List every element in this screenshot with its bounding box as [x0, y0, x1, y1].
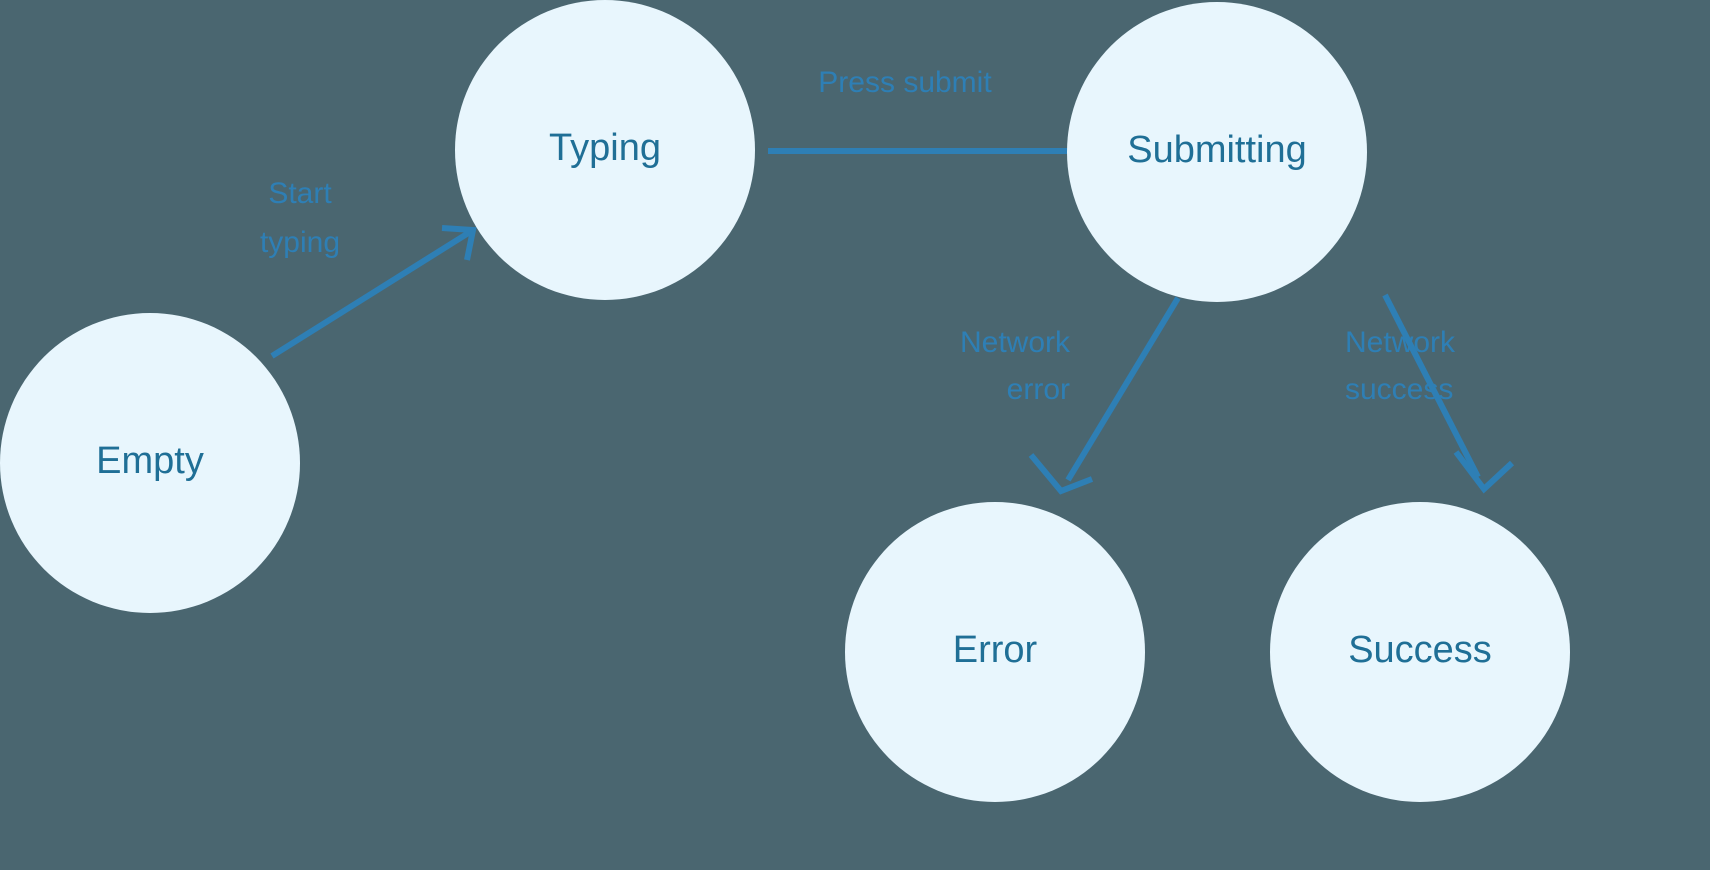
edge-empty-to-typing-label-line-2: typing — [260, 226, 340, 259]
edge-submitting-to-success-line — [1382, 293, 1481, 479]
edge-submitting-to-success-label-line-2: success — [1345, 373, 1453, 406]
node-success-label: Success — [1348, 629, 1492, 671]
node-submitting-label: Submitting — [1127, 129, 1307, 171]
node-empty-label: Empty — [96, 440, 204, 482]
edge-empty-to-typing: Start typing — [260, 177, 477, 359]
node-typing-circle[interactable] — [455, 0, 755, 300]
node-error-circle[interactable] — [845, 502, 1145, 802]
edge-empty-to-typing-line — [270, 229, 472, 359]
edge-submitting-to-error-label-line-2: error — [1007, 373, 1070, 406]
edge-submitting-to-error-arrowhead — [1028, 453, 1094, 495]
edge-submitting-to-success: Network success — [1345, 293, 1515, 494]
node-empty[interactable]: Empty — [0, 313, 300, 613]
edge-empty-to-typing-arrowhead — [441, 225, 477, 261]
node-error[interactable]: Error — [845, 502, 1145, 802]
node-submitting-circle[interactable] — [1067, 2, 1367, 302]
node-typing-label: Typing — [549, 127, 661, 169]
node-success-circle[interactable] — [1270, 502, 1570, 802]
edge-submitting-to-success-arrowhead — [1453, 450, 1515, 494]
node-empty-circle[interactable] — [0, 313, 300, 613]
edge-empty-to-typing-label-line-1: Start — [268, 177, 332, 210]
edge-submitting-to-error: Network error — [960, 296, 1181, 495]
edge-submitting-to-success-label-line-1: Network — [1345, 326, 1456, 359]
edge-typing-to-submitting-label-line-1: Press submit — [818, 66, 992, 99]
node-error-label: Error — [953, 629, 1038, 671]
edge-typing-to-submitting: Press submit — [768, 66, 1147, 181]
node-submitting[interactable]: Submitting — [1067, 2, 1367, 302]
edge-submitting-to-error-label-line-1: Network — [960, 326, 1071, 359]
node-typing[interactable]: Typing — [455, 0, 755, 300]
node-success[interactable]: Success — [1270, 502, 1570, 802]
edge-submitting-to-error-line — [1065, 296, 1181, 482]
